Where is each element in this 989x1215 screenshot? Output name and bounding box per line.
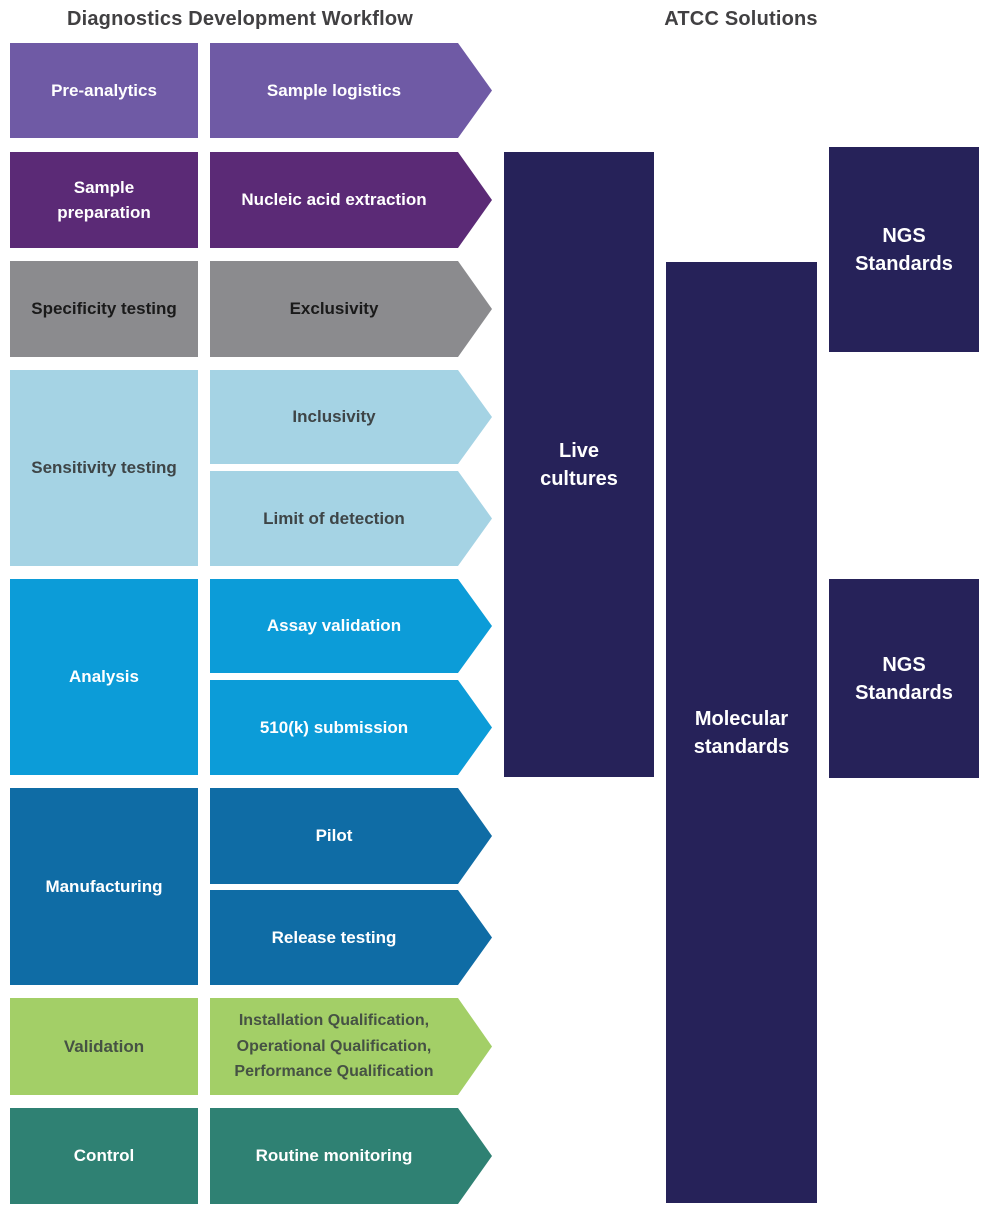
stage-block-sensitivity-testing: Sensitivity testing: [10, 370, 198, 566]
step-label-limit-of-detection: Limit of detection: [263, 508, 405, 528]
step-label-release-testing: Release testing: [271, 927, 397, 947]
solution-block-ngs-standards-top: NGS Standards: [829, 147, 979, 352]
step-arrow-assay-validation: Assay validation: [210, 579, 492, 673]
stage-block-manufacturing: Manufacturing: [10, 788, 198, 985]
stage-block-sample-preparation: Sample preparation: [10, 152, 198, 248]
step-arrow-routine-monitoring: Routine monitoring: [210, 1108, 492, 1204]
stage-label-control: Control: [73, 1146, 135, 1166]
step-arrow-pilot: Pilot: [210, 788, 492, 884]
stage-block-control: Control: [10, 1108, 198, 1204]
step-arrow-510k-submission: 510(k) submission: [210, 680, 492, 775]
stage-label-specificity-testing: Specificity testing: [31, 299, 177, 319]
solutions-title: ATCC Solutions: [664, 8, 818, 30]
stage-block-validation: Validation: [10, 998, 198, 1095]
step-label-qualification: Installation Qualification, Operational …: [234, 1012, 434, 1081]
step-label-510k-submission: 510(k) submission: [259, 717, 409, 737]
solution-block-live-cultures: Live cultures: [504, 152, 654, 777]
solution-block-molecular-standards: Molecular standards: [666, 262, 817, 1203]
solution-block-ngs-standards-bottom: NGS Standards: [829, 579, 979, 778]
step-arrow-qualification: Installation Qualification, Operational …: [210, 998, 492, 1095]
step-arrow-nucleic-acid-extraction: Nucleic acid extraction: [210, 152, 492, 248]
solution-label-molecular-standards: Molecular standards: [693, 707, 790, 758]
stage-block-specificity-testing: Specificity testing: [10, 261, 198, 357]
stage-label-validation: Validation: [63, 1036, 145, 1056]
step-label-exclusivity: Exclusivity: [289, 299, 379, 319]
step-arrow-sample-logistics: Sample logistics: [210, 43, 492, 138]
stage-label-sample-preparation: Sample preparation: [57, 177, 151, 223]
workflow-title: Diagnostics Development Workflow: [66, 8, 414, 30]
solution-label-ngs-standards-bottom: NGS Standards: [855, 653, 953, 704]
stage-block-pre-analytics: Pre-analytics: [10, 43, 198, 138]
step-arrow-exclusivity: Exclusivity: [210, 261, 492, 357]
solution-label-live-cultures: Live cultures: [540, 439, 618, 490]
step-label-routine-monitoring: Routine monitoring: [255, 1146, 413, 1166]
step-label-sample-logistics: Sample logistics: [266, 80, 402, 100]
stage-label-sensitivity-testing: Sensitivity testing: [31, 458, 177, 478]
stage-label-analysis: Analysis: [69, 667, 139, 687]
step-label-inclusivity: Inclusivity: [292, 407, 376, 427]
step-label-pilot: Pilot: [315, 826, 353, 846]
step-label-nucleic-acid-extraction: Nucleic acid extraction: [241, 190, 427, 210]
stage-label-manufacturing: Manufacturing: [45, 876, 163, 896]
step-arrow-release-testing: Release testing: [210, 890, 492, 985]
step-arrow-limit-of-detection: Limit of detection: [210, 471, 492, 566]
solution-label-ngs-standards-top: NGS Standards: [855, 224, 953, 275]
stage-block-analysis: Analysis: [10, 579, 198, 775]
step-arrow-inclusivity: Inclusivity: [210, 370, 492, 464]
step-label-assay-validation: Assay validation: [266, 616, 402, 636]
stage-label-pre-analytics: Pre-analytics: [51, 80, 157, 100]
